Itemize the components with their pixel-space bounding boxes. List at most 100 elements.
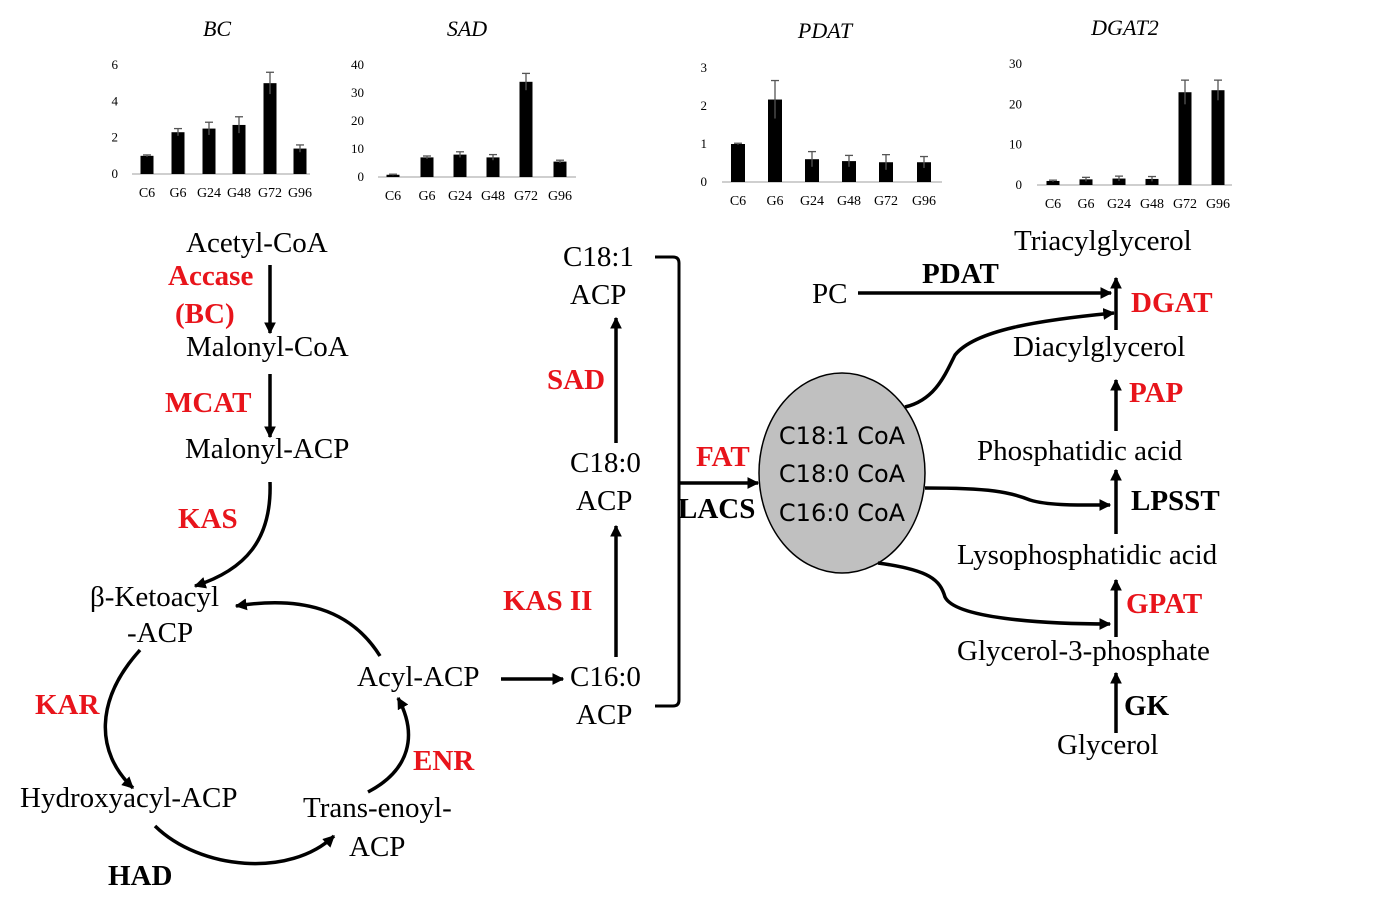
enzyme-pap: PAP	[1129, 377, 1183, 409]
y-tick-label: 40	[351, 57, 364, 72]
bar	[842, 161, 856, 182]
x-tick-label: G24	[1107, 197, 1131, 212]
bar	[293, 148, 307, 174]
bar	[731, 144, 745, 182]
bar	[1211, 90, 1225, 185]
metabolite-trans-enoyl-acp: ACP	[349, 831, 405, 863]
metabolite-phosphatidic-acid: Phosphatidic acid	[977, 435, 1183, 467]
bar	[553, 161, 567, 177]
metabolite-pc: PC	[812, 278, 847, 310]
y-tick-label: 2	[112, 130, 119, 145]
enzyme-accase-bc: (BC)	[175, 298, 235, 330]
metabolite-malonyl-acp: Malonyl-ACP	[185, 433, 349, 465]
bar	[768, 99, 782, 182]
elongation-desaturation: C16:0 ACP KAS II C18:0 ACP SAD C18:1 ACP…	[503, 241, 760, 731]
tag-assembly-pathway: Triacylglycerol PC PDAT DGAT Diacylglyce…	[812, 225, 1220, 761]
bar	[420, 157, 434, 177]
acyl-coa-pool: C18:1 CoA C18:0 CoA C16:0 CoA	[758, 372, 926, 574]
x-tick-label: G48	[481, 189, 505, 204]
metabolite-glycerol: Glycerol	[1057, 729, 1158, 761]
enzyme-dgat: DGAT	[1131, 287, 1213, 319]
y-tick-label: 2	[701, 98, 708, 113]
pool-c18-1-coa: C18:1 CoA	[779, 422, 906, 450]
chart-title: SAD	[447, 16, 487, 41]
x-tick-label: G48	[837, 194, 861, 209]
bar	[805, 159, 819, 182]
metabolite-malonyl-coa: Malonyl-CoA	[186, 331, 349, 363]
metabolite-diacylglycerol: Diacylglycerol	[1013, 331, 1185, 363]
y-tick-label: 30	[1009, 56, 1022, 71]
metabolite-glycerol-3-phosphate: Glycerol-3-phosphate	[957, 635, 1210, 667]
arrow-acyl-acp-to-ketoacyl	[234, 598, 382, 657]
y-tick-label: 4	[112, 93, 119, 108]
metabolite-ketoacyl-acp: -ACP	[127, 617, 193, 649]
metabolite-triacylglycerol: Triacylglycerol	[1014, 225, 1192, 257]
y-tick-label: 0	[112, 166, 119, 181]
chart-title: PDAT	[797, 18, 854, 43]
chart-title: BC	[203, 16, 231, 41]
acyl-coa-pool-ellipse	[758, 372, 926, 574]
bar	[171, 132, 185, 174]
bracket-acp-pool	[655, 255, 681, 708]
bar	[140, 155, 154, 174]
x-tick-label: C6	[139, 186, 155, 201]
x-tick-label: G6	[766, 194, 783, 209]
bar	[917, 162, 931, 182]
arrow-coa-to-dgat	[904, 308, 1116, 409]
enzyme-pdat: PDAT	[922, 258, 999, 290]
x-tick-label: G72	[258, 186, 282, 201]
x-tick-label: G96	[548, 189, 572, 204]
enzyme-sad: SAD	[547, 364, 605, 396]
chart-title: DGAT2	[1090, 15, 1159, 40]
bar	[202, 128, 216, 174]
enzyme-lacs: LACS	[678, 493, 755, 525]
enzyme-mcat: MCAT	[165, 387, 251, 419]
enzyme-enr: ENR	[413, 745, 475, 777]
x-tick-label: G72	[1173, 197, 1197, 212]
x-tick-label: G96	[912, 194, 936, 209]
y-tick-label: 20	[351, 113, 364, 128]
y-tick-label: 30	[351, 85, 364, 100]
enzyme-gpat: GPAT	[1126, 588, 1202, 620]
metabolite-acetyl-coa: Acetyl-CoA	[186, 227, 328, 259]
bar	[386, 174, 400, 177]
y-tick-label: 10	[351, 141, 364, 156]
enzyme-fat: FAT	[696, 441, 750, 473]
enzyme-lpsst: LPSST	[1131, 485, 1220, 517]
metabolite-c16-0: C16:0	[570, 661, 641, 693]
enzyme-gk: GK	[1124, 690, 1170, 722]
arrow-ketoacyl-to-hydroxyacyl	[103, 648, 142, 790]
enzyme-kas-ii: KAS II	[503, 585, 592, 617]
enzyme-kar: KAR	[35, 689, 101, 721]
metabolite-c18-1-acp: ACP	[570, 279, 626, 311]
arrow-coa-to-gpat	[877, 561, 1112, 630]
x-tick-label: G6	[169, 186, 186, 201]
metabolite-lysophosphatidic-acid: Lysophosphatidic acid	[957, 539, 1218, 571]
bar	[1079, 179, 1093, 185]
x-tick-label: G24	[448, 189, 472, 204]
bar	[263, 83, 277, 174]
y-tick-label: 3	[701, 60, 708, 75]
x-tick-label: G72	[514, 189, 538, 204]
metabolite-trans-enoyl: Trans-enoyl-	[303, 792, 452, 824]
bar	[486, 157, 500, 177]
bar	[453, 154, 467, 177]
fatty-acid-synthesis-pathway: Acetyl-CoA Accase (BC) Malonyl-CoA MCAT …	[20, 227, 565, 892]
x-tick-label: G72	[874, 194, 898, 209]
arrow-hydroxyacyl-to-transenoyl	[153, 824, 336, 866]
arrow-coa-to-lpsst	[924, 486, 1112, 511]
x-tick-label: C6	[730, 194, 746, 209]
y-tick-label: 10	[1009, 137, 1022, 152]
metabolite-c18-0-acp: ACP	[576, 485, 632, 517]
metabolite-c18-1: C18:1	[563, 241, 634, 273]
x-tick-label: G24	[800, 194, 824, 209]
x-tick-label: C6	[385, 189, 401, 204]
arrow-transenoyl-to-acyl-acp	[367, 696, 411, 794]
y-tick-label: 20	[1009, 96, 1022, 111]
bar	[1145, 178, 1159, 185]
metabolite-c16-0-acp: ACP	[576, 699, 632, 731]
bar	[879, 162, 893, 182]
